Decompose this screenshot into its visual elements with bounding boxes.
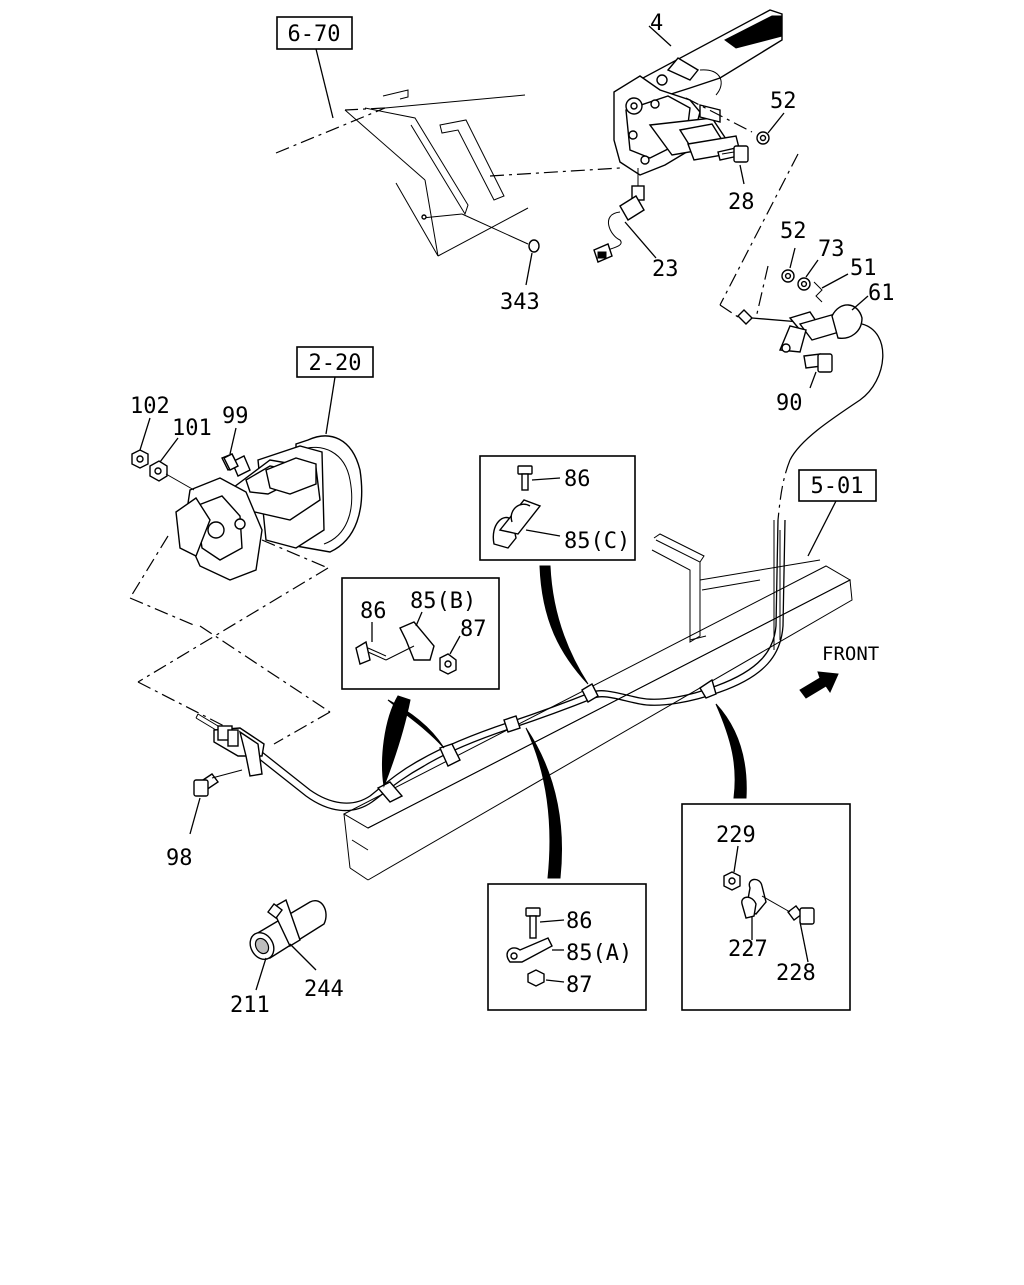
ref-5-01-label: 5-01 [811,474,864,499]
callout-61: 61 [868,281,895,306]
detail-box-c: 86 85(C) [479,455,636,561]
detail-a-nut-label: 87 [566,973,593,998]
brake-switch-23[interactable] [593,168,645,263]
detail-box-a: 86 85(A) 87 [487,883,647,1011]
plug-99[interactable] [223,453,239,471]
detail-a-bolt-label: 86 [566,909,593,934]
callout-28: 28 [728,190,755,215]
floor-panel [275,89,540,257]
ref-6-70-label: 6-70 [288,22,341,47]
cable-end-assembly[interactable] [737,265,884,461]
callout-102: 102 [130,394,170,419]
detail-b-bolt-label: 86 [360,599,387,624]
detail-box-b: 86 85(B) 87 [341,577,500,690]
callout-23: 23 [652,257,679,282]
callout-4: 4 [650,11,663,36]
bolt-28[interactable] [717,145,749,163]
transmission [175,435,363,581]
callout-51: 51 [850,256,877,281]
parking-brake-lever[interactable] [613,9,783,176]
callout-52-upper: 52 [770,89,797,114]
front-arrow-icon [799,671,839,699]
front-label: FRONT [822,643,879,665]
detail-d-nut-label: 229 [716,823,756,848]
ref-5-01-box[interactable]: 5-01 [798,469,877,502]
grommet-assembly[interactable] [245,898,327,964]
callout-98: 98 [166,846,193,871]
ref-2-20-label: 2-20 [309,351,362,376]
detail-b-nut-label: 87 [460,617,487,642]
nut-101[interactable] [149,460,168,482]
callout-101: 101 [172,416,212,441]
detail-b-clip-label: 85(B) [410,589,476,614]
callout-244: 244 [304,977,344,1002]
nut-102[interactable] [131,449,149,469]
detail-c-bolt-label: 86 [564,467,591,492]
ref-2-20-box[interactable]: 2-20 [296,346,374,378]
callout-90: 90 [776,391,803,416]
callout-343: 343 [500,290,540,315]
detail-a-clip-label: 85(A) [566,941,632,966]
ref-6-70-box[interactable]: 6-70 [276,16,353,50]
callout-73: 73 [818,237,845,262]
detail-c-clip-label: 85(C) [564,529,630,554]
detail-d-bolt-label: 228 [776,961,816,986]
brake-cable[interactable] [195,519,786,812]
detail-d-clip-label: 227 [728,937,768,962]
frame-rail [342,520,853,881]
callout-99: 99 [222,404,249,429]
bolt-98[interactable] [193,769,243,797]
callout-211: 211 [230,993,270,1018]
callout-52-lower: 52 [780,219,807,244]
detail-box-d: 229 227 228 [681,803,851,1011]
